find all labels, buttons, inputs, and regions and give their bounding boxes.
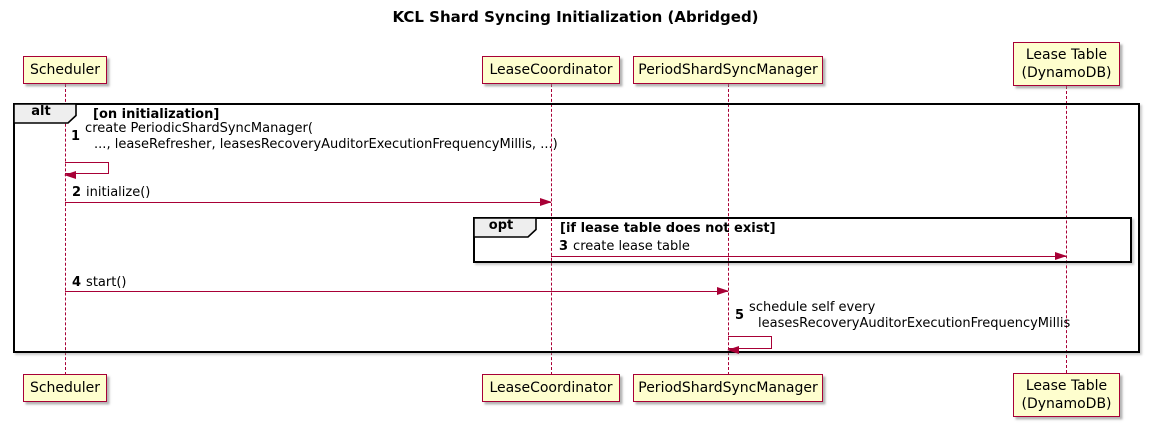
alt-condition: [on initialization] [93, 107, 220, 122]
message-1-self-arrow [64, 162, 109, 179]
arrowhead-left-icon [64, 170, 76, 179]
message-4-label: 4 start() [72, 275, 126, 291]
frame-pentagon-icon [473, 217, 537, 238]
participant-scheduler-label: Scheduler [29, 380, 101, 396]
lifeline-scheduler [65, 84, 66, 375]
message-2-label: 2 initialize() [72, 185, 150, 201]
message-2-number: 2 [72, 185, 82, 200]
participant-periodshardsyncmanager-bottom: PeriodShardSyncManager [633, 374, 823, 402]
message-1-number: 1 [71, 129, 81, 144]
alt-keyword: alt [31, 104, 51, 119]
message-2-arrow [65, 198, 552, 206]
message-2-text: initialize() [86, 185, 151, 200]
lifeline-lease-table [1066, 86, 1067, 373]
message-1-text: create PeriodicShardSyncManager( ..., le… [85, 121, 558, 152]
participant-periodshardsyncmanager-label: PeriodShardSyncManager [638, 62, 818, 78]
arrowhead-right-icon [1055, 252, 1067, 260]
alt-frame-label: alt [13, 103, 83, 124]
participant-lease-table-top: Lease Table (DynamoDB) [1013, 42, 1120, 86]
message-4-arrow [65, 287, 729, 295]
lifeline-leasecoordinator [551, 84, 552, 375]
message-5-self-arrow [727, 336, 772, 354]
message-4-number: 4 [72, 275, 82, 290]
opt-frame-label: opt [473, 217, 543, 238]
participant-scheduler-top: Scheduler [23, 56, 107, 84]
message-5-label: 5 schedule self every leasesRecoveryAudi… [735, 300, 1070, 332]
participant-leasecoordinator-label: LeaseCoordinator [489, 380, 613, 396]
message-5-number: 5 [735, 308, 745, 323]
message-3-arrow [551, 252, 1067, 260]
participant-lease-table-bottom: Lease Table (DynamoDB) [1013, 373, 1120, 417]
message-3-number: 3 [559, 239, 569, 254]
lifeline-periodshardsyncmanager [728, 84, 729, 375]
participant-lease-table-label: Lease Table (DynamoDB) [1021, 378, 1112, 412]
participant-periodshardsyncmanager-label: PeriodShardSyncManager [638, 380, 818, 396]
participant-lease-table-label: Lease Table (DynamoDB) [1021, 47, 1112, 81]
participant-periodshardsyncmanager-top: PeriodShardSyncManager [633, 56, 823, 84]
opt-frame: opt [if lease table does not exist] [473, 217, 1132, 263]
arrowhead-right-icon [540, 198, 552, 206]
participant-scheduler-label: Scheduler [29, 62, 101, 78]
participant-leasecoordinator-bottom: LeaseCoordinator [482, 374, 620, 402]
message-4-text: start() [86, 275, 127, 290]
message-3-text: create lease table [573, 239, 690, 254]
participant-leasecoordinator-top: LeaseCoordinator [482, 56, 620, 84]
message-3-label: 3 create lease table [559, 239, 690, 255]
message-1-label: 1 create PeriodicShardSyncManager( ..., … [71, 121, 558, 153]
opt-keyword: opt [488, 218, 514, 233]
participant-scheduler-bottom: Scheduler [23, 374, 107, 402]
participant-leasecoordinator-label: LeaseCoordinator [489, 62, 613, 78]
arrowhead-right-icon [717, 287, 729, 295]
opt-condition: [if lease table does not exist] [560, 221, 776, 236]
message-5-text: schedule self every leasesRecoveryAudito… [749, 300, 1071, 331]
arrowhead-left-icon [727, 345, 739, 354]
alt-frame: alt [on initialization] [13, 103, 1140, 353]
diagram-title: KCL Shard Syncing Initialization (Abridg… [392, 8, 759, 26]
frame-pentagon-icon [13, 103, 77, 124]
